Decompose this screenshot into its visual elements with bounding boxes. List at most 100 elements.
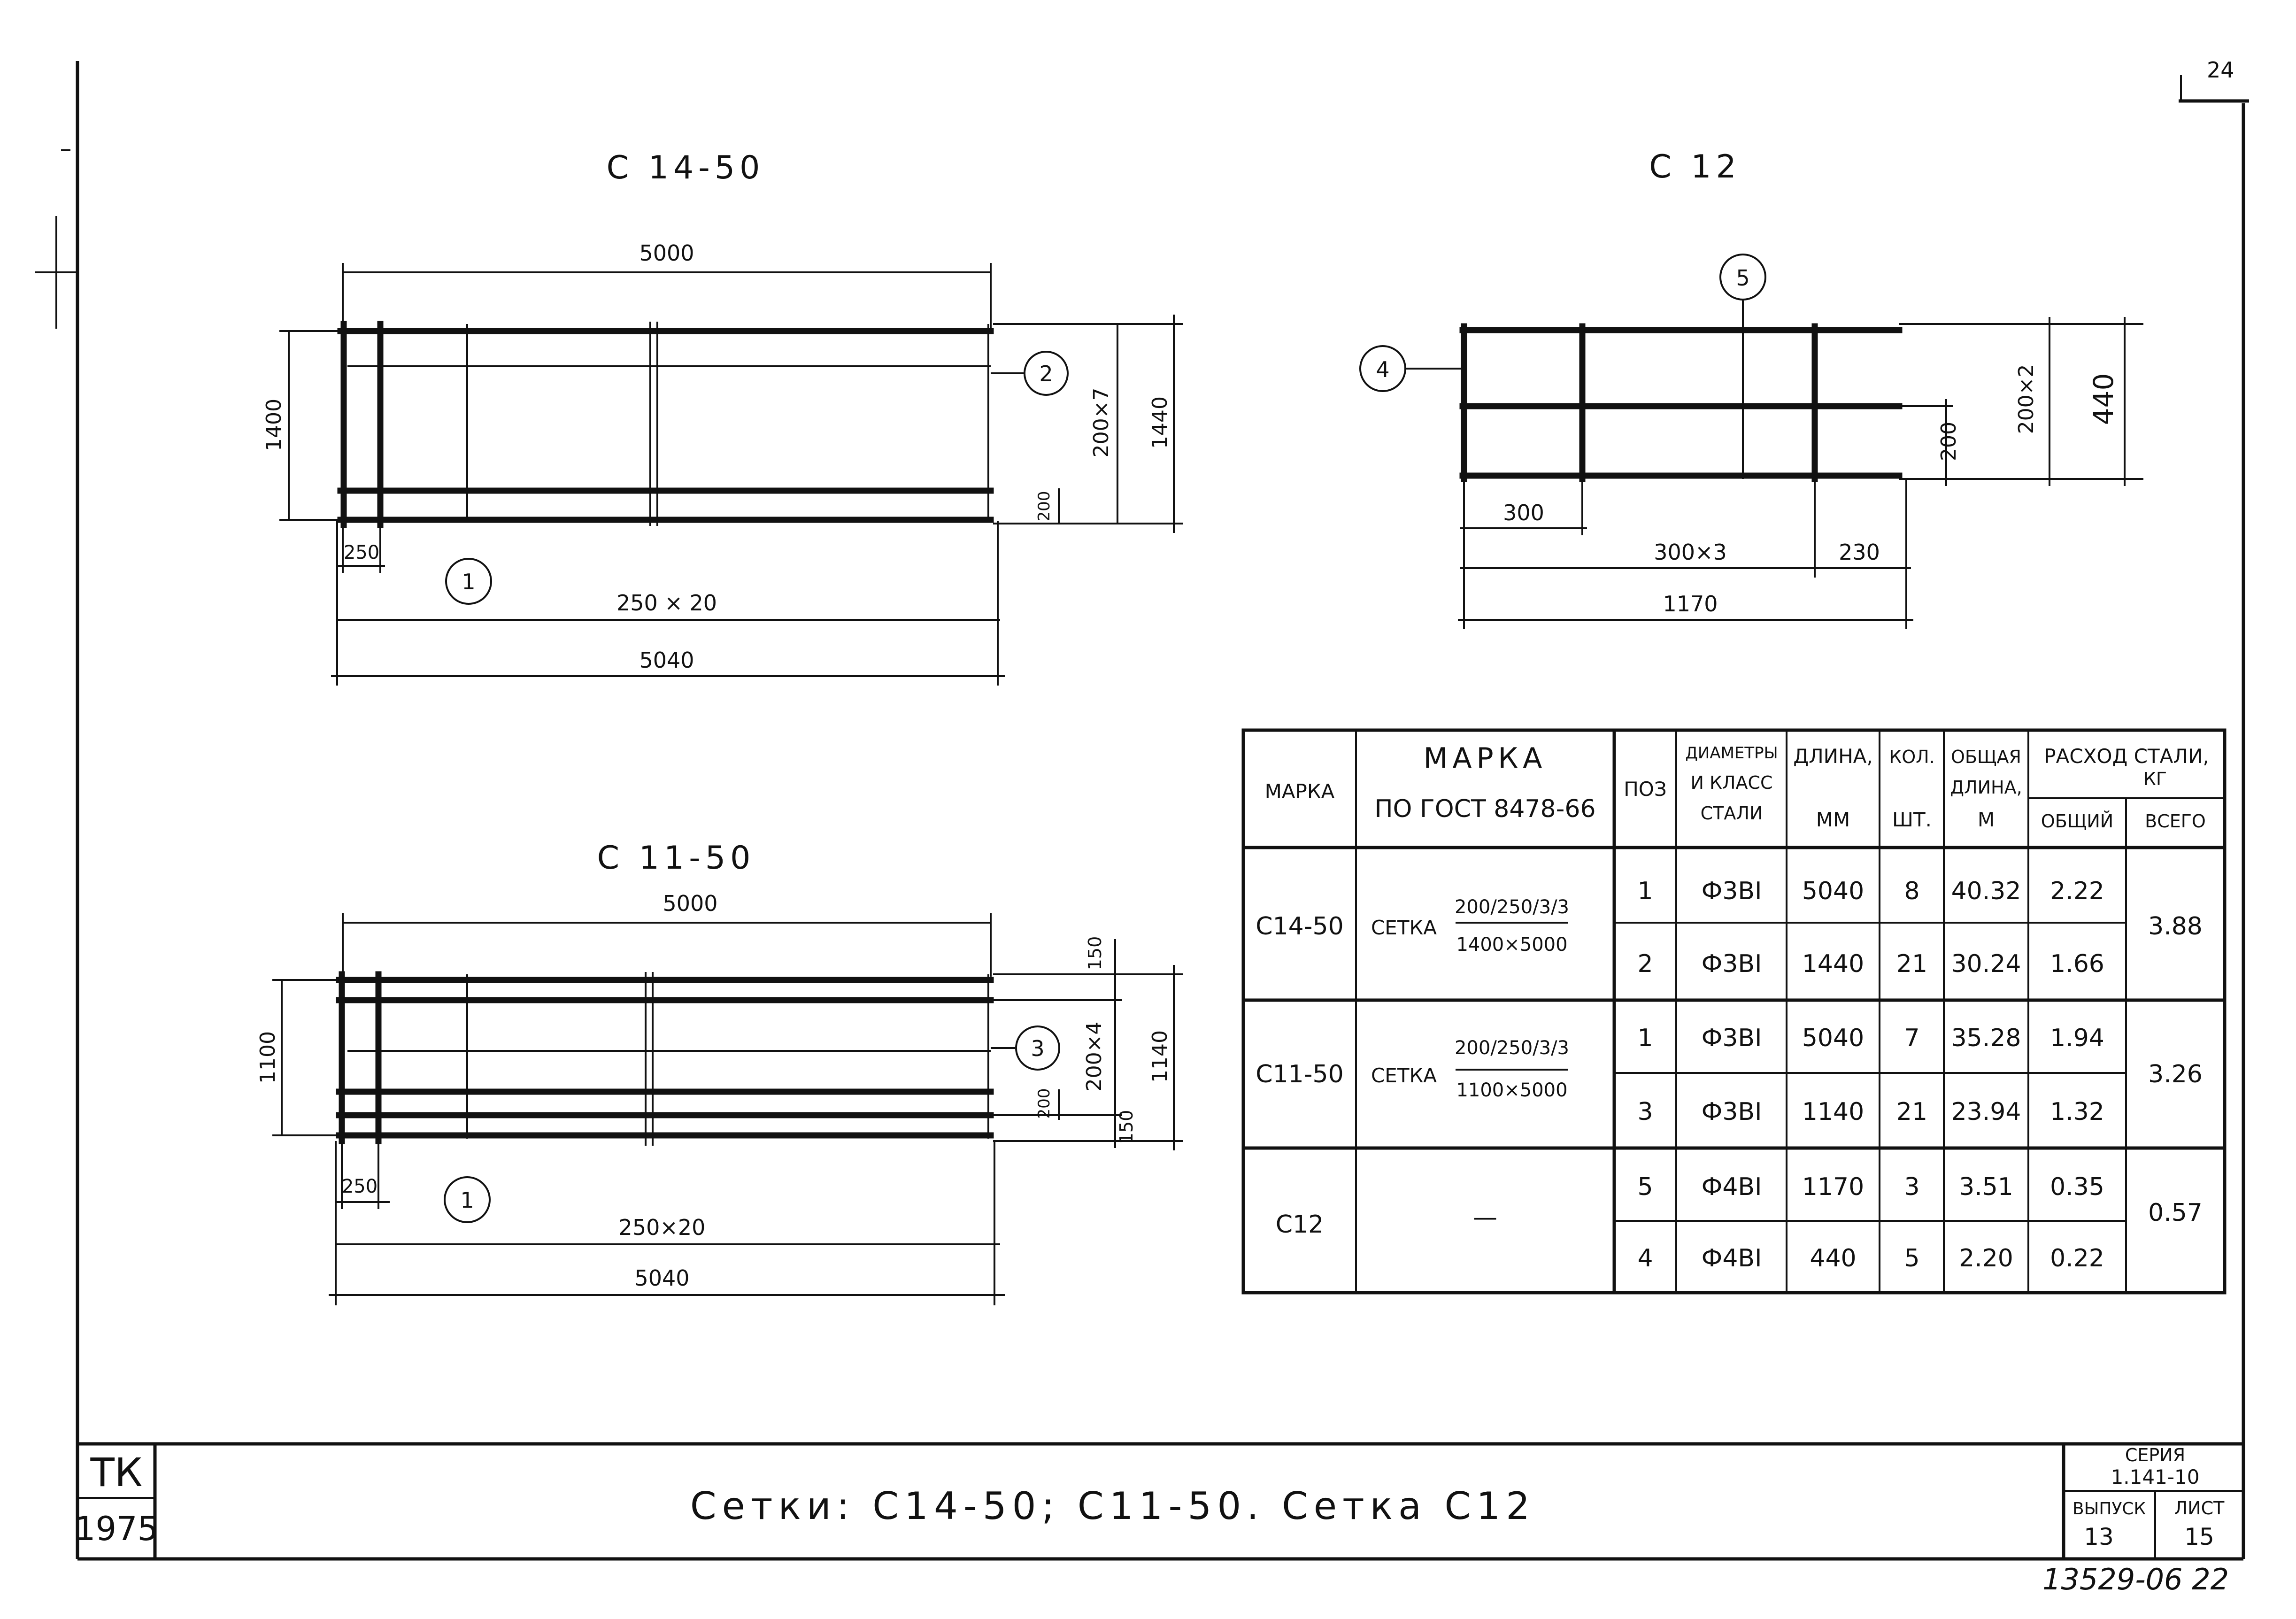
mesh-c12-drawing: С 12 5 4 200 200×2 440 300 300×3 230: [1359, 148, 2143, 629]
c12-dim-pitch: 300×3: [1654, 540, 1727, 565]
svg-text:35.28: 35.28: [1951, 1024, 2021, 1052]
row-gost-prefix-c11: СЕТКА: [1371, 1064, 1437, 1087]
c12-dim-right-small: 200: [1937, 422, 1961, 461]
c12-dim-right-total: 440: [2088, 373, 2119, 425]
c14-dim-left: 1400: [262, 399, 286, 451]
series-value: 1.141-10: [2111, 1465, 2200, 1488]
row-gost-num-c14: 200/250/3/3: [1455, 896, 1569, 918]
c11-callout-1: [444, 1176, 491, 1223]
svg-text:8: 8: [1904, 877, 1919, 905]
svg-text:1.94: 1.94: [2050, 1024, 2104, 1052]
svg-text:3: 3: [1904, 1173, 1919, 1201]
series-label: СЕРИЯ: [2125, 1445, 2185, 1465]
specification-table: МАРКА МАРКА ПО ГОСТ 8478-66 ПОЗ ДИАМЕТРЫ…: [1241, 728, 2227, 1295]
th-total-1: ОБЩАЯ: [1951, 747, 2021, 767]
table-row: 1 Ф3ВI 5040 7 35.28 1.94: [1637, 1024, 2104, 1052]
svg-text:2.22: 2.22: [2050, 877, 2104, 905]
row-gost-prefix-c14: СЕТКА: [1371, 916, 1437, 939]
c14-dim-top: 5000: [639, 240, 694, 266]
c11-dim-top: 5000: [663, 891, 717, 916]
table-row: 5 Ф4ВI 1170 3 3.51 0.35: [1637, 1173, 2104, 1201]
c12-dim-right-pitch: 200×2: [2014, 364, 2038, 434]
c11-dim-right-small: 200: [1035, 1088, 1054, 1119]
issue-label: ВЫПУСК: [2073, 1499, 2146, 1519]
sheet-frame: 24: [35, 57, 2249, 1561]
svg-text:5040: 5040: [1802, 1024, 1864, 1052]
th-gost-2: ПО ГОСТ 8478-66: [1374, 795, 1595, 823]
th-kol-1: КОЛ.: [1889, 747, 1935, 767]
c14-callout-1: [445, 558, 492, 605]
th-gost-1: МАРКА: [1424, 742, 1547, 775]
c14-dim-right-small: 200: [1035, 491, 1054, 522]
sheet-value: 15: [2184, 1523, 2214, 1550]
mesh-c11-50-drawing: С 11-50 5000 1100 150 200×4 200 150 1: [256, 840, 1183, 1305]
svg-text:1: 1: [460, 1187, 474, 1213]
c14-dim-right-total: 1440: [1148, 396, 1172, 449]
org-label: ТК: [90, 1449, 143, 1496]
svg-text:1170: 1170: [1802, 1173, 1864, 1201]
mesh-c14-50-title: С 14-50: [607, 149, 765, 186]
svg-text:1.66: 1.66: [2050, 950, 2104, 978]
year-label: 1975: [75, 1510, 158, 1548]
svg-text:21: 21: [1896, 1098, 1927, 1126]
row-marka-c11: С11-50: [1256, 1060, 1343, 1088]
svg-text:Ф3ВI: Ф3ВI: [1702, 877, 1762, 905]
mesh-c12-title: С 12: [1649, 148, 1741, 185]
svg-text:2: 2: [1637, 950, 1653, 978]
mesh-c14-50-drawing: С 14-50 5000 1400 200×7 1440 200 2: [262, 149, 1183, 686]
th-steel-general: ОБЩИЙ: [2041, 811, 2113, 832]
c11-callout-3: [1015, 1025, 1060, 1071]
table-row: 2 Ф3ВI 1440 21 30.24 1.66: [1637, 950, 2104, 978]
corner-mark: 24: [2207, 57, 2234, 83]
th-diam-3: СТАЛИ: [1701, 803, 1763, 824]
th-kol-2: ШТ.: [1892, 808, 1932, 831]
inventory-number: 13529-06 22: [2042, 1562, 2229, 1596]
th-marka: МАРКА: [1265, 780, 1335, 803]
svg-text:40.32: 40.32: [1951, 877, 2021, 905]
row-gost-den-c11: 1100×5000: [1456, 1079, 1567, 1101]
th-diam-2: И КЛАСС: [1690, 772, 1772, 793]
c14-dim-bottom-total: 5040: [639, 648, 694, 673]
th-poz: ПОЗ: [1624, 778, 1667, 801]
c14-callout-2: [1024, 351, 1069, 396]
row-gost-num-c11: 200/250/3/3: [1455, 1037, 1569, 1059]
c14-dim-right-pitch: 200×7: [1089, 388, 1113, 458]
svg-text:2.20: 2.20: [1959, 1244, 2013, 1272]
svg-text:0.35: 0.35: [2050, 1173, 2104, 1201]
sheet-title: Сетки: С14-50; С11-50. Сетка С12: [690, 1484, 1535, 1528]
c11-dim-bottom-total: 5040: [634, 1265, 689, 1291]
row-marka-c12: С12: [1276, 1210, 1324, 1239]
th-len-1: ДЛИНА,: [1793, 745, 1872, 768]
table-row: 1 Ф3ВI 5040 8 40.32 2.22: [1637, 877, 2104, 905]
c11-dim-right-total: 1140: [1148, 1030, 1172, 1083]
table-row: 4 Ф4ВI 440 5 2.20 0.22: [1637, 1244, 2104, 1272]
svg-text:3.51: 3.51: [1959, 1173, 2013, 1201]
title-block: ТК 1975 Сетки: С14-50; С11-50. Сетка С12…: [75, 1444, 2243, 1559]
svg-text:Ф3ВI: Ф3ВI: [1702, 1024, 1762, 1052]
svg-text:Ф4ВI: Ф4ВI: [1702, 1244, 1762, 1272]
th-diam-1: ДИАМЕТРЫ: [1685, 744, 1778, 763]
th-len-2: ММ: [1816, 808, 1850, 831]
svg-text:Ф3ВI: Ф3ВI: [1702, 1098, 1762, 1126]
c11-dim-left: 1100: [256, 1031, 280, 1084]
th-steel-all: ВСЕГО: [2145, 811, 2206, 832]
svg-text:7: 7: [1904, 1024, 1919, 1052]
svg-text:5: 5: [1736, 265, 1749, 291]
svg-text:5: 5: [1637, 1173, 1653, 1201]
svg-text:3: 3: [1031, 1036, 1044, 1061]
svg-text:5: 5: [1904, 1244, 1919, 1272]
th-steel-1: РАСХОД СТАЛИ,: [2044, 745, 2209, 768]
row-vsego-c11: 3.26: [2148, 1060, 2203, 1088]
svg-text:1: 1: [1637, 1024, 1653, 1052]
c12-dim-total: 1170: [1663, 591, 1718, 617]
th-steel-2: КГ: [2143, 769, 2167, 789]
row-vsego-c14: 3.88: [2148, 912, 2203, 941]
svg-text:1: 1: [1637, 877, 1653, 905]
svg-text:23.94: 23.94: [1951, 1098, 2021, 1126]
sheet-label: ЛИСТ: [2174, 1498, 2225, 1519]
c12-dim-first: 300: [1503, 500, 1544, 525]
row-gost-den-c14: 1400×5000: [1456, 934, 1567, 956]
c14-dim-bottom-first: 250: [344, 542, 379, 563]
svg-text:4: 4: [1637, 1244, 1653, 1272]
svg-text:1140: 1140: [1802, 1098, 1864, 1126]
